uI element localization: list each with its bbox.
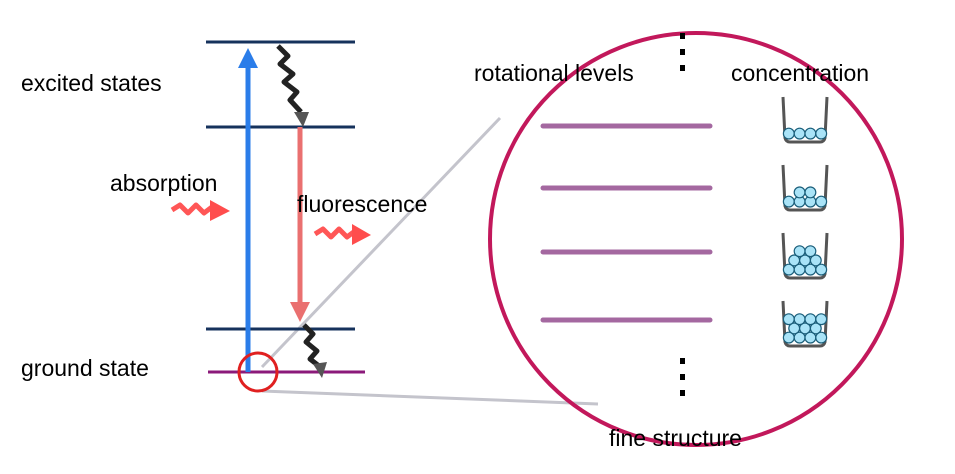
rotational-levels-label: rotational levels xyxy=(474,60,634,86)
molecule xyxy=(793,245,806,258)
zoom-line-bottom xyxy=(261,389,599,406)
zoom-circle xyxy=(488,31,904,447)
relaxation-arrow-bottom xyxy=(302,323,327,378)
concentration-beakers xyxy=(781,96,829,348)
photon-fluorescence-icon xyxy=(313,224,371,245)
molecule xyxy=(782,127,795,140)
molecule xyxy=(815,195,828,208)
ground-state-highlight-circle xyxy=(237,351,279,393)
molecule xyxy=(804,127,817,140)
excited-states-label: excited states xyxy=(21,70,162,96)
fine-structure-label: fine structure xyxy=(609,425,742,451)
absorption-label: absorption xyxy=(110,170,218,196)
molecule xyxy=(782,195,795,208)
relaxation-arrow-top xyxy=(276,44,309,127)
concentration-beaker xyxy=(781,232,829,280)
molecule xyxy=(804,245,817,258)
photon-absorption-icon xyxy=(170,200,230,221)
concentration-beaker xyxy=(781,96,829,144)
concentration-beaker xyxy=(781,164,829,212)
molecule xyxy=(804,186,817,199)
molecule xyxy=(793,186,806,199)
molecule xyxy=(809,254,822,267)
ellipsis-top xyxy=(680,33,685,71)
molecule xyxy=(804,313,817,326)
concentration-label: concentration xyxy=(731,60,870,86)
molecule xyxy=(815,313,828,326)
ellipsis-bottom xyxy=(680,358,685,396)
molecule xyxy=(815,331,828,344)
molecule xyxy=(793,313,806,326)
molecule xyxy=(815,127,828,140)
molecule xyxy=(809,322,822,335)
molecule xyxy=(815,263,828,276)
zoom-line-top xyxy=(260,116,502,369)
ground-state-label: ground state xyxy=(21,355,149,381)
concentration-beaker xyxy=(781,300,829,348)
molecule xyxy=(782,313,795,326)
fluorescence-label: fluorescence xyxy=(297,191,428,217)
molecule xyxy=(793,127,806,140)
